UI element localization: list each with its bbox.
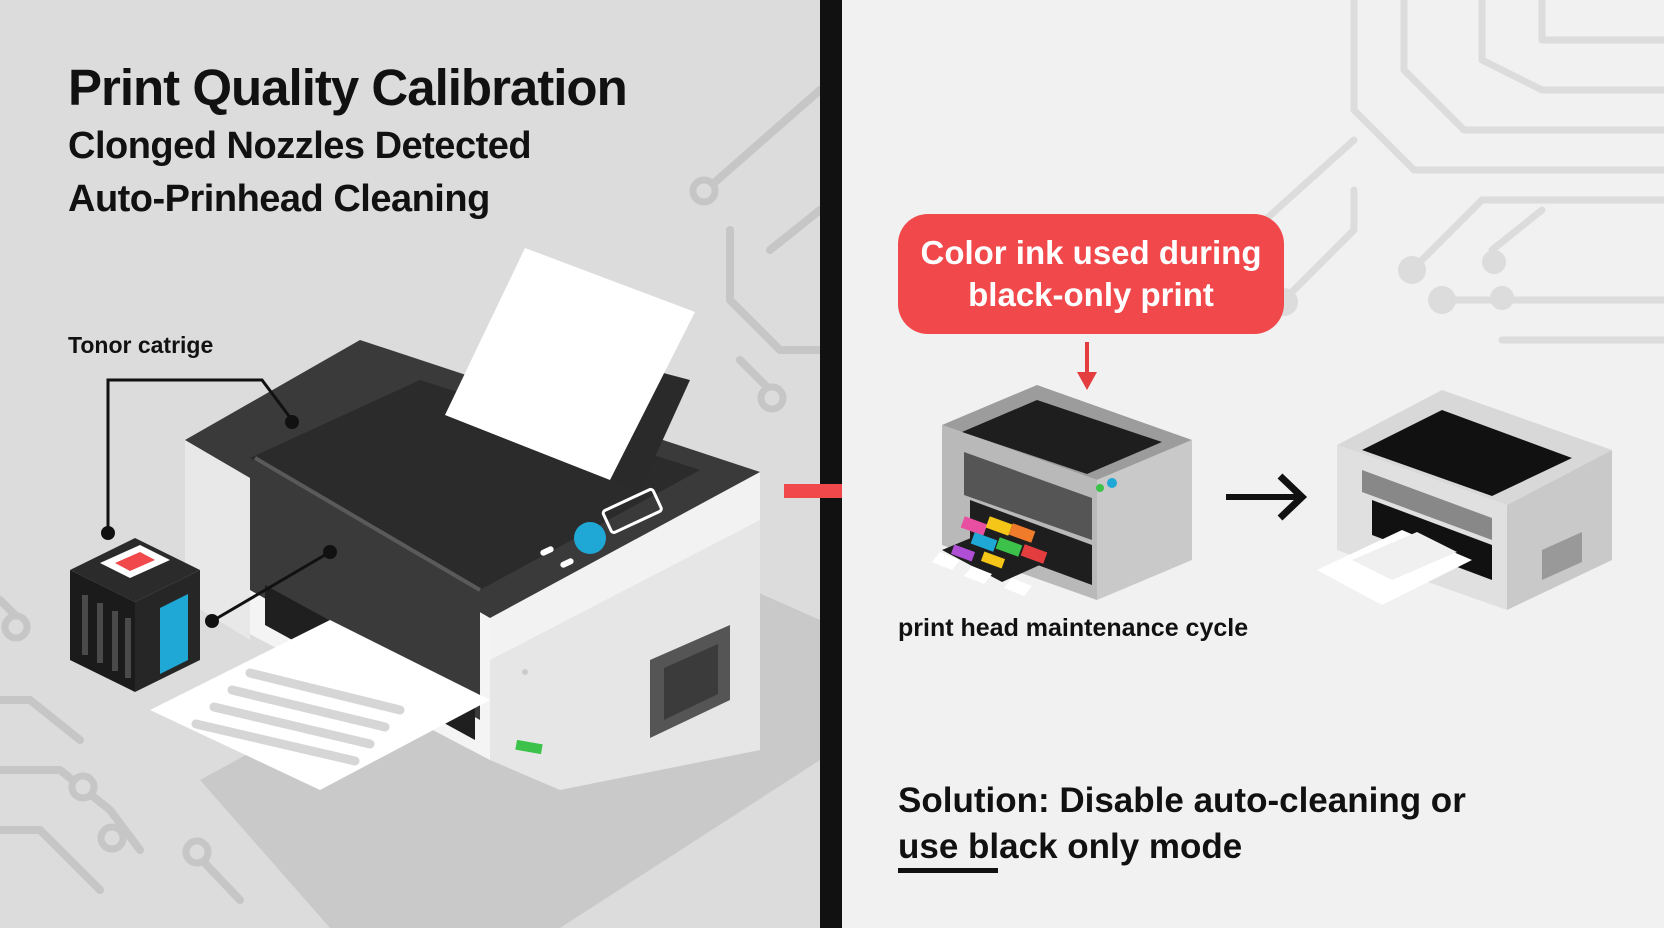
circuit-decoration-right <box>1240 0 1664 344</box>
power-button-icon <box>574 522 606 554</box>
toner-cartridge-icon <box>70 538 200 692</box>
status-led-icon <box>515 739 543 755</box>
maintenance-cycle-label: print head maintenance cycle <box>898 614 1249 642</box>
solution-underline <box>898 868 998 873</box>
panel-divider <box>820 0 842 928</box>
warning-callout: Color ink used during black-only print <box>898 214 1284 334</box>
down-arrow-icon <box>1077 372 1097 390</box>
printer-icon <box>101 248 760 790</box>
solution-line-1: Solution: Disable auto-cleaning or <box>898 781 1466 820</box>
callout-line-2: black-only print <box>968 276 1214 313</box>
subtitle-nozzles: Clonged Nozzles Detected <box>68 125 532 167</box>
callout-text: Color ink used during black-only print <box>898 232 1284 316</box>
printer-cleaning-icon <box>932 342 1192 600</box>
left-panel: Print Quality Calibration Clonged Nozzle… <box>0 0 820 928</box>
solution-text: Solution: Disable auto-cleaning or use b… <box>898 778 1466 870</box>
cartridge-label: Tonor catrige <box>68 332 214 358</box>
page-title: Print Quality Calibration <box>68 59 628 116</box>
right-arrow-icon <box>1226 473 1308 521</box>
callout-line-1: Color ink used during <box>920 234 1262 271</box>
right-panel: print head maintenance cycle Solution: D… <box>842 0 1664 928</box>
solution-line-2: use black only mode <box>898 827 1243 866</box>
printer-clean-icon <box>1317 390 1612 610</box>
subtitle-cleaning: Auto-Prinhead Cleaning <box>68 178 490 220</box>
